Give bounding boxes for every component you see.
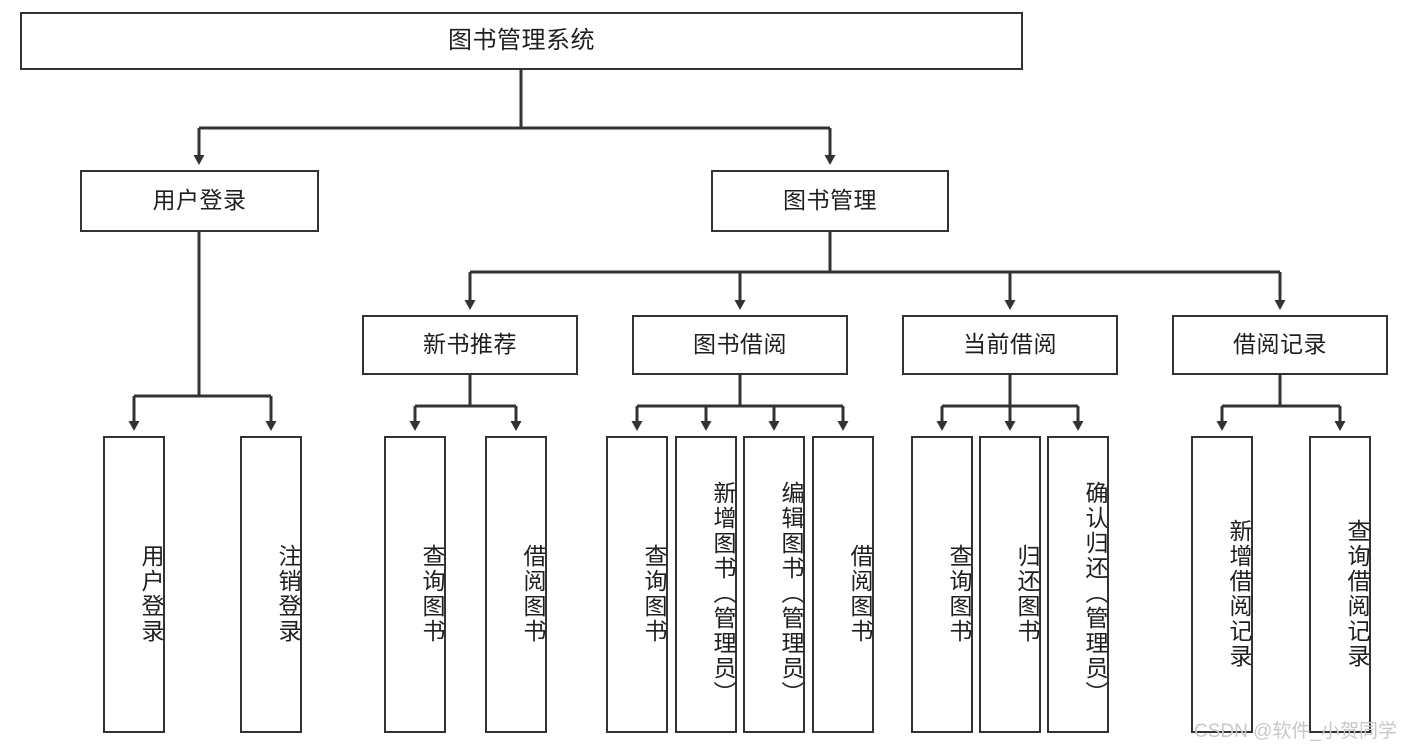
node-root-system[interactable]: 图书管理系统 <box>20 12 1023 70</box>
node-user-login-label: 用户登录 <box>152 187 247 214</box>
node-book-borrow[interactable]: 图书借阅 <box>632 315 848 375</box>
node-borrow-record[interactable]: 借阅记录 <box>1172 315 1388 375</box>
leaf-bb-query-book-label: 查询图书 <box>641 543 667 644</box>
leaf-cb-return-book-label: 归还图书 <box>1014 543 1040 644</box>
node-new-book-recommend-label: 新书推荐 <box>423 331 517 358</box>
node-root-label: 图书管理系统 <box>448 26 595 54</box>
leaf-br-add-record-label: 新增借阅记录 <box>1226 518 1252 669</box>
node-new-book-recommend[interactable]: 新书推荐 <box>362 315 578 375</box>
leaf-cb-query-book-label: 查询图书 <box>946 543 972 644</box>
leaf-logout[interactable]: 注销登录 <box>240 436 302 733</box>
leaf-logout-label: 注销登录 <box>275 543 301 644</box>
node-current-borrow[interactable]: 当前借阅 <box>902 315 1118 375</box>
leaf-br-query-record-label: 查询借阅记录 <box>1344 518 1370 669</box>
node-current-borrow-label: 当前借阅 <box>963 331 1057 358</box>
leaf-bb-borrow-book-label: 借阅图书 <box>847 543 873 644</box>
node-book-borrow-label: 图书借阅 <box>693 331 787 358</box>
leaf-bb-edit-book-admin-label: 编辑图书（管理员） <box>778 481 804 706</box>
leaf-cb-query-book[interactable]: 查询图书 <box>911 436 973 733</box>
leaf-bb-query-book[interactable]: 查询图书 <box>606 436 668 733</box>
node-borrow-record-label: 借阅记录 <box>1233 331 1327 358</box>
leaf-user-login[interactable]: 用户登录 <box>103 436 165 733</box>
leaf-bb-add-book-admin[interactable]: 新增图书（管理员） <box>675 436 737 733</box>
leaf-cb-confirm-return-admin-label: 确认归还（管理员） <box>1082 481 1108 706</box>
leaf-cb-confirm-return-admin[interactable]: 确认归还（管理员） <box>1047 436 1109 733</box>
leaf-nb-borrow-book-label: 借阅图书 <box>520 543 546 644</box>
leaf-nb-borrow-book[interactable]: 借阅图书 <box>485 436 547 733</box>
node-book-management-label: 图书管理 <box>783 187 877 214</box>
csdn-watermark: CSDN @软件_小贺同学 <box>1194 721 1397 742</box>
leaf-cb-return-book[interactable]: 归还图书 <box>979 436 1041 733</box>
leaf-bb-edit-book-admin[interactable]: 编辑图书（管理员） <box>743 436 805 733</box>
leaf-br-add-record[interactable]: 新增借阅记录 <box>1191 436 1253 733</box>
leaf-bb-add-book-admin-label: 新增图书（管理员） <box>710 481 736 706</box>
leaf-br-query-record[interactable]: 查询借阅记录 <box>1309 436 1371 733</box>
leaf-nb-query-book-label: 查询图书 <box>419 543 445 644</box>
leaf-bb-borrow-book[interactable]: 借阅图书 <box>812 436 874 733</box>
node-user-login[interactable]: 用户登录 <box>80 170 319 232</box>
node-book-management[interactable]: 图书管理 <box>711 170 949 232</box>
leaf-user-login-label: 用户登录 <box>138 543 164 644</box>
leaf-nb-query-book[interactable]: 查询图书 <box>384 436 446 733</box>
